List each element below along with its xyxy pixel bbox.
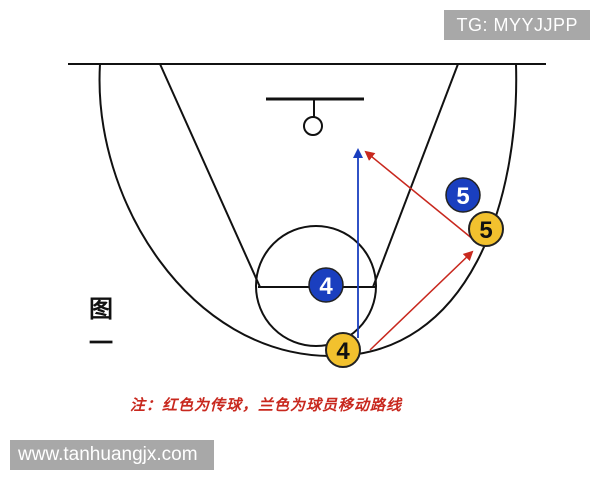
figure-label: 图一: [89, 294, 113, 357]
offense-4-label: 4: [336, 338, 350, 365]
pass-arrow-4-to-5: [369, 250, 474, 351]
defender-4: 4: [308, 267, 344, 303]
free-throw-circle: [255, 225, 377, 347]
defender-5-label: 5: [456, 183, 469, 210]
lane-line-left: [159, 63, 261, 288]
offense-5-label: 5: [479, 217, 492, 244]
defender-4-label: 4: [319, 273, 333, 300]
watermark-bottom: www.tanhuangjx.com: [10, 440, 214, 470]
defender-5: 5: [445, 177, 481, 213]
diagram-note: 注：红色为传球，兰色为球员移动路线: [130, 396, 403, 414]
offense-player-4: 4: [325, 332, 361, 368]
watermark-top: TG: MYYJJPP: [444, 10, 590, 40]
offense-player-5: 5: [468, 211, 504, 247]
rim: [303, 116, 323, 136]
lane-line-right: [372, 63, 459, 288]
pass-arrow-5-to-basket: [364, 150, 475, 241]
